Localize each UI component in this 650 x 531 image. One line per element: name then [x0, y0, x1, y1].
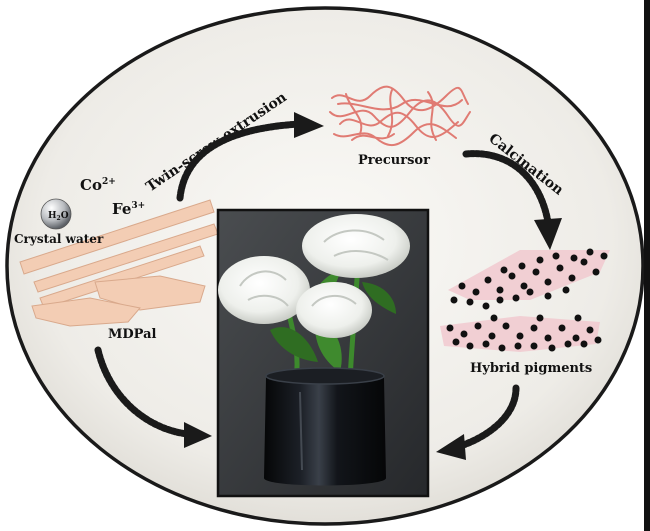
arrow-to-product-right — [436, 384, 520, 460]
precursor-strands — [329, 85, 471, 147]
arrow-extrusion — [176, 112, 324, 202]
arrow-calcination — [462, 150, 562, 250]
white-rose — [296, 282, 372, 338]
hybrid-pigments-label: Hybrid pigments — [470, 361, 592, 376]
cobalt-ion-label: Co2+ — [80, 176, 116, 194]
product-photo — [216, 208, 430, 498]
crystal-water-label: Crystal water — [14, 232, 104, 246]
mdpal-label: MDPal — [108, 327, 157, 342]
black-vase — [264, 367, 386, 486]
right-edge-bar — [644, 0, 650, 531]
precursor-label: Precursor — [358, 153, 430, 168]
iron-ion-label: Fe3+ — [112, 200, 145, 218]
water-molecule-sphere — [40, 198, 72, 230]
white-rose — [218, 256, 310, 324]
h2o-label: H2O — [48, 211, 69, 222]
white-rose — [302, 214, 410, 278]
hybrid-pigment-particles — [440, 248, 610, 352]
mdpal-fibers — [19, 199, 219, 327]
arrow-to-product-left — [94, 346, 212, 448]
